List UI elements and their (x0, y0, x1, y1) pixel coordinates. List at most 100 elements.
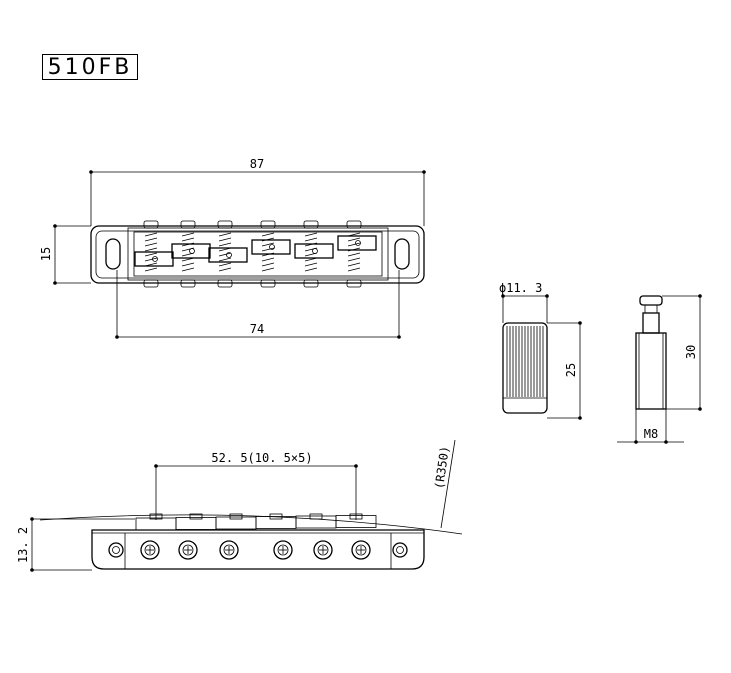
dim-overall-length-label: 87 (250, 157, 264, 171)
dim-thumbwheel-height: 25 (547, 321, 582, 420)
screw-thread-line (144, 252, 158, 257)
screw-thread-line (181, 262, 195, 267)
saddle-hole (355, 240, 361, 246)
screw-inner (355, 544, 367, 556)
saddle-hole (269, 244, 275, 250)
screw-thread-line (181, 232, 195, 237)
screw-thread-line (144, 247, 158, 252)
saddle-tab-top (260, 220, 276, 229)
screw-thread-line (261, 267, 275, 272)
screw-thread-line (181, 237, 195, 242)
saddle (294, 243, 334, 259)
saddle (337, 235, 377, 251)
screw-thread-line (218, 232, 232, 237)
screw-thread-line (304, 262, 318, 267)
saddle-tab-top (180, 220, 196, 229)
mount-slot-right (394, 238, 410, 270)
saddle-tab-bottom (303, 279, 319, 288)
screw-thread-line (304, 232, 318, 237)
screw-thread-line (261, 247, 275, 252)
screw-head (392, 542, 408, 558)
dim-stud-length: 30 (662, 294, 702, 411)
saddles-top (134, 232, 377, 272)
screw-thread-line (261, 262, 275, 267)
screw-head (351, 540, 371, 560)
saddle (208, 247, 248, 263)
screw-head (178, 540, 198, 560)
screw-thread-line (347, 237, 361, 242)
saddle-crown (309, 513, 323, 520)
screw-thread-line (304, 237, 318, 242)
dim-height: 13. 2 (16, 517, 135, 572)
dim-depth: 15 (39, 224, 91, 285)
saddle-crown (229, 513, 243, 520)
screw-inner (182, 544, 194, 556)
screw-thread-line (347, 257, 361, 262)
dim-thumbwheel-diameter: ϕ11. 3 (499, 281, 549, 323)
saddle-tab-bottom (346, 279, 362, 288)
screw-head (219, 540, 239, 560)
screw-thread-line (218, 237, 232, 242)
screw-thread-line (144, 267, 158, 272)
saddle-hole (312, 248, 318, 254)
saddle (171, 243, 211, 259)
screw-thread-line (261, 242, 275, 247)
saddle-hole (152, 256, 158, 262)
model-number-label: 510FB (42, 54, 138, 80)
saddle-hole (226, 252, 232, 258)
dim-string-spacing: 52. 5(10. 5×5) (154, 451, 358, 520)
dim-overall-length: 87 (89, 157, 426, 226)
dim-stud-thread-label: M8 (644, 427, 658, 441)
screw-thread-line (218, 262, 232, 267)
screw-inner (277, 544, 289, 556)
saddle-crown (189, 513, 203, 520)
dim-thumbwheel-height-label: 25 (564, 363, 578, 377)
screw-thread-line (144, 257, 158, 262)
saddle-tabs (143, 220, 362, 288)
screw-inner (112, 546, 120, 554)
dim-thumbwheel-diameter-label: ϕ11. 3 (499, 281, 542, 295)
screw-thread-line (218, 267, 232, 272)
screw-thread-line (347, 262, 361, 267)
screw-inner (396, 546, 404, 554)
screw-inner (223, 544, 235, 556)
dim-string-spacing-label: 52. 5(10. 5×5) (211, 451, 312, 465)
screw-thread-line (261, 232, 275, 237)
screws-side (108, 540, 408, 560)
bridge-side-view (39, 513, 463, 570)
thumbwheel-drawing (502, 322, 548, 414)
screw-thread-line (218, 252, 232, 257)
screw-inner (144, 544, 156, 556)
dim-stud-length-label: 30 (684, 345, 698, 359)
screw-inner (317, 544, 329, 556)
dim-stud-thread: M8 (617, 409, 684, 444)
saddle-tab-bottom (180, 279, 196, 288)
saddle-tab-top (303, 220, 319, 229)
screw-thread-line (347, 252, 361, 257)
dim-post-spacing: 74 (115, 270, 401, 339)
screw-thread-line (144, 237, 158, 242)
screw-thread-line (304, 267, 318, 272)
screw-thread-line (347, 242, 361, 247)
screw-thread-line (347, 267, 361, 272)
mount-slot-left (105, 238, 121, 270)
screw-thread-line (261, 257, 275, 262)
saddle-side (255, 516, 297, 529)
screw-thread-line (144, 232, 158, 237)
saddle (251, 239, 291, 255)
screw-head (313, 540, 333, 560)
dim-radius: (R350) (432, 439, 456, 529)
bridge-top-view (90, 220, 425, 288)
saddle-tab-bottom (217, 279, 233, 288)
dim-depth-label: 15 (39, 247, 53, 261)
stud-drawing (635, 295, 667, 410)
dim-post-spacing-label: 74 (250, 322, 264, 336)
screw-thread-line (218, 257, 232, 262)
saddle (134, 251, 174, 267)
thumbwheel-knurl (506, 326, 544, 397)
saddle-tab-bottom (260, 279, 276, 288)
screw-thread-line (144, 242, 158, 247)
saddle-tab-top (217, 220, 233, 229)
screw-head (108, 542, 124, 558)
